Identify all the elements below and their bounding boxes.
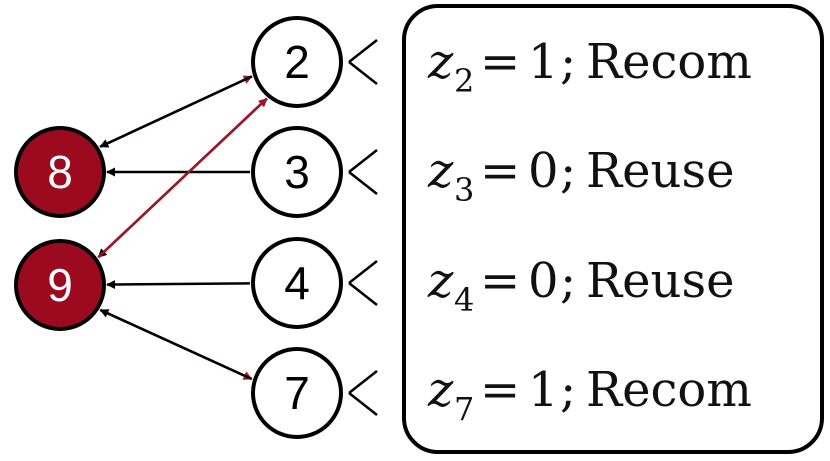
decision-subscript: 4 bbox=[454, 281, 474, 319]
edge-9-to-2 bbox=[97, 97, 268, 259]
decision-value: 1 bbox=[528, 34, 559, 90]
node-4: 4 bbox=[251, 237, 343, 329]
node-circle-2 bbox=[251, 16, 343, 108]
node-label-4: 4 bbox=[284, 257, 310, 309]
edge-7-to-9 bbox=[99, 308, 253, 381]
decision-action: Reuse bbox=[586, 143, 735, 199]
decision-var: z bbox=[427, 34, 454, 90]
decision-value: 0 bbox=[528, 143, 559, 199]
decision-separator: ; bbox=[560, 253, 576, 309]
node-8: 8 bbox=[14, 126, 106, 218]
decision-value: 0 bbox=[528, 253, 559, 309]
node-7: 7 bbox=[251, 347, 343, 439]
decision-equals: = bbox=[480, 253, 520, 309]
node-label-8: 8 bbox=[47, 146, 73, 198]
node-2: 2 bbox=[251, 16, 343, 108]
decision-equals: = bbox=[480, 143, 520, 199]
decision-separator: ; bbox=[560, 34, 576, 90]
decision-equals: = bbox=[480, 362, 520, 418]
cut-marker-7 bbox=[348, 370, 378, 416]
decision-subscript: 3 bbox=[454, 171, 474, 209]
node-circle-9 bbox=[14, 239, 106, 331]
decision-subscript: 7 bbox=[454, 390, 474, 428]
edges bbox=[97, 75, 268, 381]
edge-4-to-9 bbox=[106, 280, 251, 290]
cut-marker-2 bbox=[348, 39, 378, 85]
decision-equals: = bbox=[480, 34, 520, 90]
node-label-7: 7 bbox=[284, 367, 310, 419]
node-label-2: 2 bbox=[284, 36, 310, 88]
nodes: 8 9 2 3 4 7 bbox=[14, 16, 343, 439]
decision-subscript: 2 bbox=[454, 62, 474, 100]
node-circle-7 bbox=[251, 347, 343, 439]
node-circle-8 bbox=[14, 126, 106, 218]
decision-var: z bbox=[427, 253, 454, 309]
decision-action: Recom bbox=[586, 34, 752, 90]
decision-action: Reuse bbox=[586, 253, 735, 309]
node-circle-3 bbox=[251, 126, 343, 218]
decision-value: 1 bbox=[528, 362, 559, 418]
edge-2-to-8 bbox=[99, 75, 253, 148]
node-9: 9 bbox=[14, 239, 106, 331]
cut-marker-4 bbox=[348, 260, 378, 306]
decision-separator: ; bbox=[560, 143, 576, 199]
node-label-3: 3 bbox=[284, 146, 310, 198]
node-3: 3 bbox=[251, 126, 343, 218]
node-circle-4 bbox=[251, 237, 343, 329]
decision-var: z bbox=[427, 143, 454, 199]
cut-marker-3 bbox=[348, 149, 378, 195]
decision-box-frame bbox=[402, 4, 824, 454]
decision-action: Recom bbox=[586, 362, 752, 418]
node-label-9: 9 bbox=[47, 259, 73, 311]
cut-markers bbox=[348, 39, 378, 416]
decision-separator: ; bbox=[560, 362, 576, 418]
decision-var: z bbox=[427, 362, 454, 418]
